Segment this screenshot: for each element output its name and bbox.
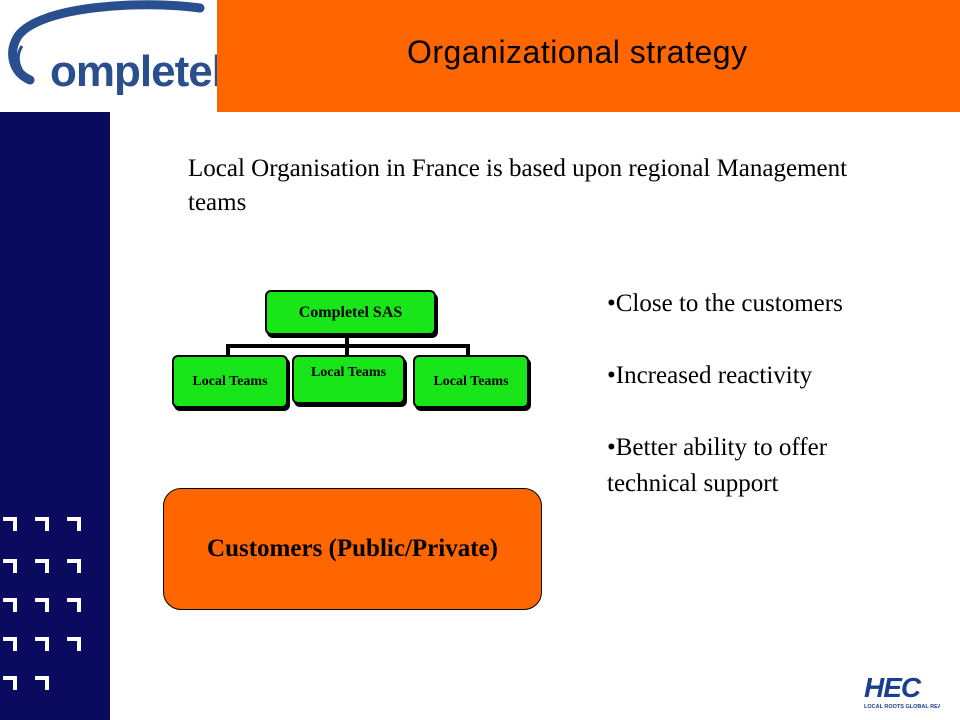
completel-logo: ompletel <box>8 0 224 96</box>
connector-line <box>466 344 470 356</box>
connector-line <box>345 344 349 356</box>
org-child-box: Local Teams <box>292 355 405 404</box>
corner-mark <box>3 559 17 573</box>
bullet-item: •Better ability to offer technical suppo… <box>607 434 828 497</box>
corner-mark <box>67 598 81 612</box>
corner-mark <box>3 598 17 612</box>
corner-mark <box>35 637 49 651</box>
hec-logo: HEC LOCAL ROOTS GLOBAL REACH <box>864 672 940 710</box>
bullet-item: •Close to the customers <box>607 290 843 317</box>
corner-mark <box>35 559 49 573</box>
page-title: Organizational strategy <box>407 34 748 70</box>
connector-line <box>345 333 349 347</box>
corner-mark <box>3 637 17 651</box>
svg-text:HEC: HEC <box>864 672 922 703</box>
org-child-box: Local Teams <box>172 355 288 408</box>
svg-text:ompletel: ompletel <box>50 47 217 96</box>
bullet-item: •Increased reactivity <box>607 362 813 389</box>
corner-mark <box>67 517 81 531</box>
org-root-box: Completel SAS <box>265 290 436 335</box>
org-child-box: Local Teams <box>413 355 529 408</box>
header-bar <box>217 0 960 112</box>
logo-area: ompletel <box>0 0 224 112</box>
corner-mark <box>35 676 49 690</box>
corner-mark <box>3 676 17 690</box>
corner-mark <box>35 598 49 612</box>
corner-mark <box>67 637 81 651</box>
bullet-list: •Close to the customers •Increased react… <box>607 286 907 502</box>
corner-mark <box>67 559 81 573</box>
svg-text:LOCAL ROOTS GLOBAL REACH: LOCAL ROOTS GLOBAL REACH <box>864 704 940 710</box>
connector-line <box>226 344 230 356</box>
corner-mark <box>35 517 49 531</box>
customers-box: Customers (Public/Private) <box>163 488 542 610</box>
corner-mark <box>3 517 17 531</box>
sidebar-decoration <box>0 112 110 720</box>
intro-text: Local Organisation in France is based up… <box>188 155 848 216</box>
